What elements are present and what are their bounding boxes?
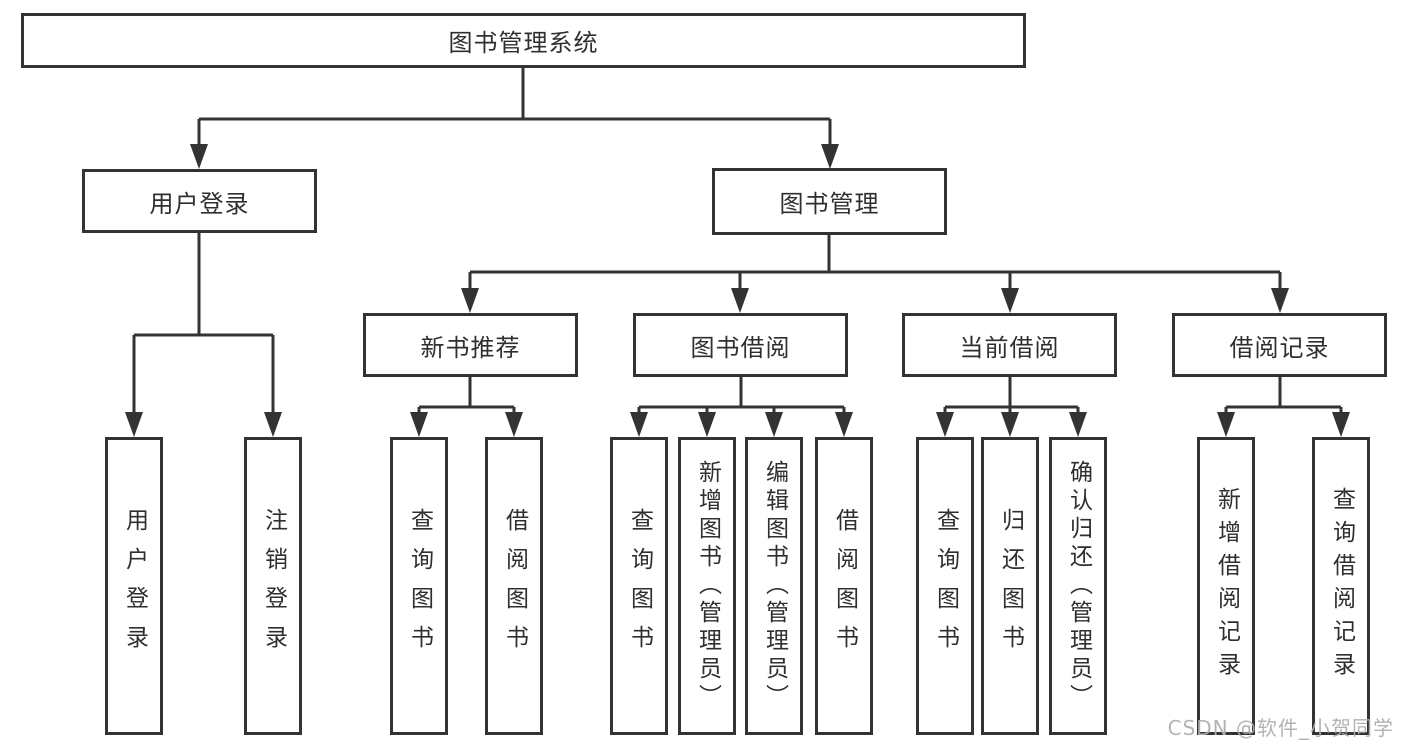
- arrow-down-icon: [461, 288, 479, 313]
- arrow-down-icon: [264, 412, 282, 437]
- node-current-borrowing: 当前借阅: [902, 313, 1117, 377]
- leaf-logout: 注销登录: [244, 437, 302, 735]
- leaf-current-confirm-return-admin: 确认归还（管理员）: [1049, 437, 1107, 735]
- csdn-watermark: CSDN @软件_小贺同学: [1167, 716, 1394, 740]
- leaf-recommend-query-books: 查询图书: [390, 437, 448, 735]
- leaf-user-login: 用户登录: [105, 437, 163, 735]
- leaf-borrowing-edit-books-admin: 编辑图书（管理员）: [745, 437, 803, 735]
- arrow-down-icon: [410, 412, 428, 437]
- arrow-down-icon: [1217, 412, 1235, 437]
- leaf-borrowing-borrow-books: 借阅图书: [815, 437, 873, 735]
- arrow-down-icon: [1332, 412, 1350, 437]
- node-user-login: 用户登录: [82, 169, 317, 233]
- arrow-down-icon: [1001, 412, 1019, 437]
- connector-book-mgmt-split: [468, 235, 1282, 295]
- connector-user-login-split: [132, 233, 275, 418]
- arrow-down-icon: [821, 144, 839, 169]
- arrow-down-icon: [630, 412, 648, 437]
- connector-root-split: [197, 68, 832, 150]
- arrow-down-icon: [731, 288, 749, 313]
- leaf-records-add-borrow-record: 新增借阅记录: [1197, 437, 1255, 735]
- node-new-book-recommend: 新书推荐: [363, 313, 578, 377]
- node-book-management: 图书管理: [712, 168, 947, 235]
- connector-new-book-split: [417, 377, 516, 420]
- arrow-down-icon: [1271, 288, 1289, 313]
- node-borrowing-records: 借阅记录: [1172, 313, 1387, 377]
- arrowheads: [125, 144, 1350, 437]
- arrow-down-icon: [1001, 288, 1019, 313]
- leaf-recommend-borrow-books: 借阅图书: [485, 437, 543, 735]
- node-library-management-system: 图书管理系统: [21, 13, 1026, 68]
- arrow-down-icon: [125, 412, 143, 437]
- leaf-current-query-books: 查询图书: [916, 437, 974, 735]
- arrow-down-icon: [835, 412, 853, 437]
- arrow-down-icon: [1069, 412, 1087, 437]
- leaf-borrowing-query-books: 查询图书: [610, 437, 668, 735]
- arrow-down-icon: [936, 412, 954, 437]
- leaf-records-query-borrow-record: 查询借阅记录: [1312, 437, 1370, 735]
- arrow-down-icon: [190, 144, 208, 169]
- arrow-down-icon: [505, 412, 523, 437]
- arrow-down-icon: [765, 412, 783, 437]
- leaf-borrowing-add-books-admin: 新增图书（管理员）: [678, 437, 736, 735]
- node-book-borrowing: 图书借阅: [633, 313, 848, 377]
- arrow-down-icon: [698, 412, 716, 437]
- connector-book-borrow-split: [637, 377, 846, 420]
- leaf-current-return-books: 归还图书: [981, 437, 1039, 735]
- connector-borrow-records-split: [1224, 377, 1343, 420]
